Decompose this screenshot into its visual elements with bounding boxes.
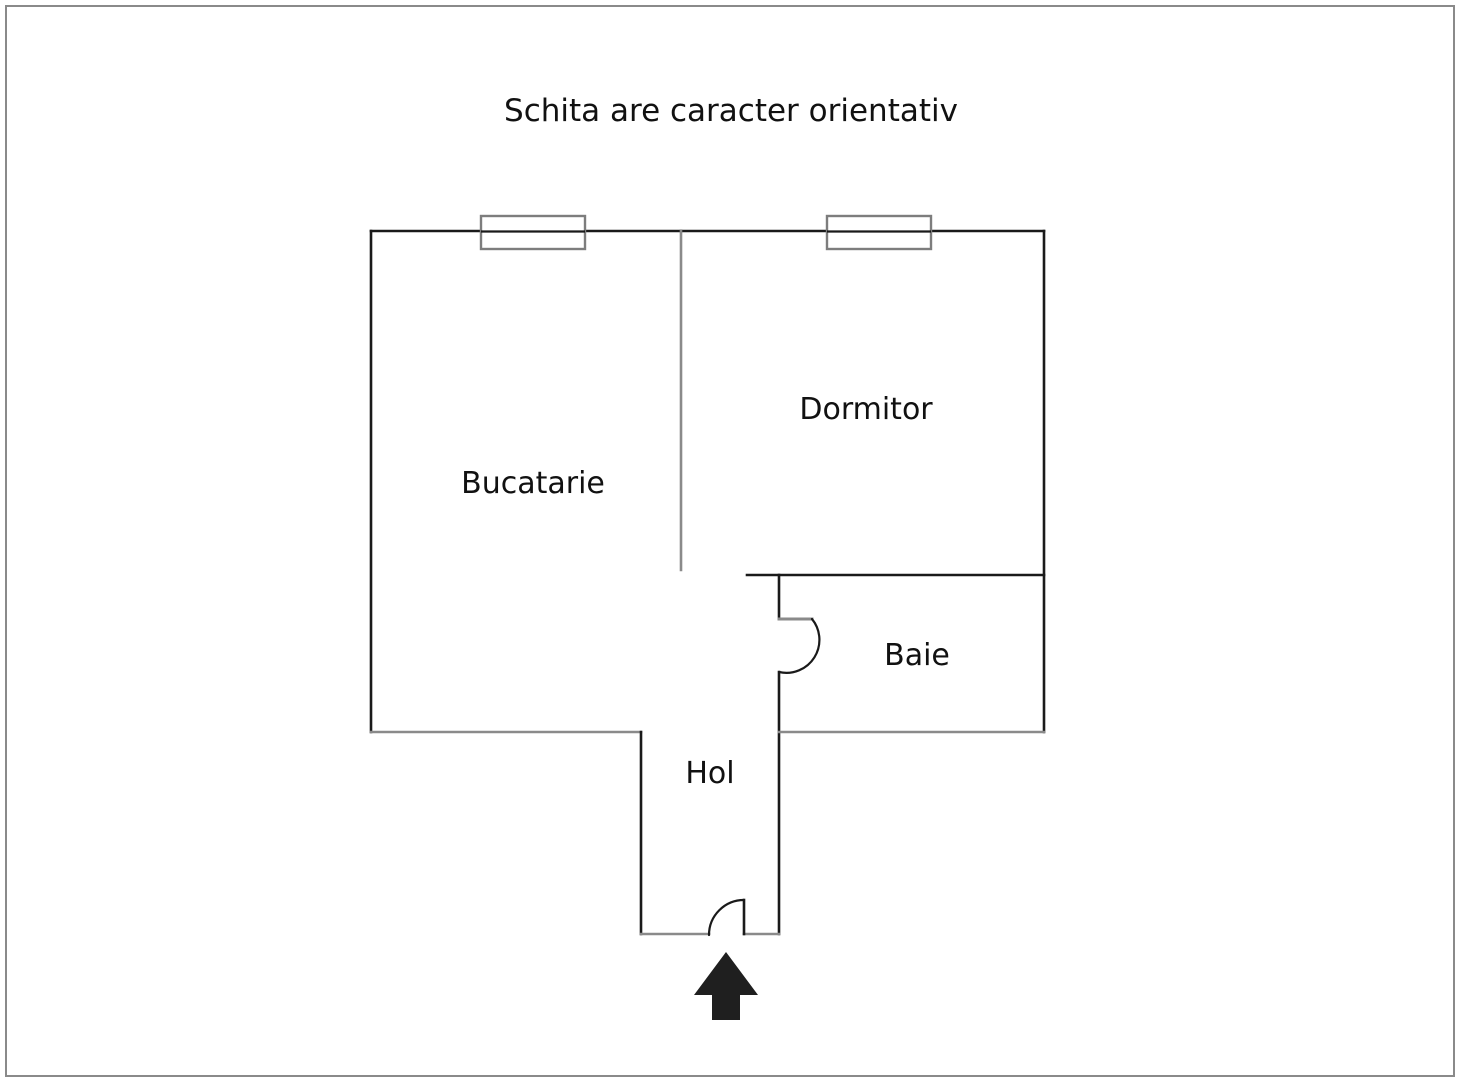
entrance-arrow-shape [694, 952, 758, 1020]
door-entrance-swing-arc [707, 898, 746, 937]
room-label-hol: Hol [685, 756, 734, 791]
door-baie-icon [777, 617, 821, 674]
door-baie-swing-arc [777, 617, 821, 674]
wall-group [369, 229, 1046, 936]
door-group [707, 617, 821, 937]
window-bucatarie-icon [479, 214, 587, 251]
door-entrance-icon [707, 898, 746, 937]
window-group [479, 214, 933, 251]
room-label-bucatarie: Bucatarie [461, 466, 605, 501]
room-label-dormitor: Dormitor [799, 392, 933, 427]
page-title: Schita are caracter orientativ [504, 93, 958, 129]
room-label-group: Bucatarie Dormitor Baie Hol [461, 392, 950, 791]
entrance-arrow-icon [694, 952, 758, 1020]
window-dormitor-icon [825, 214, 933, 251]
room-label-baie: Baie [884, 638, 950, 673]
